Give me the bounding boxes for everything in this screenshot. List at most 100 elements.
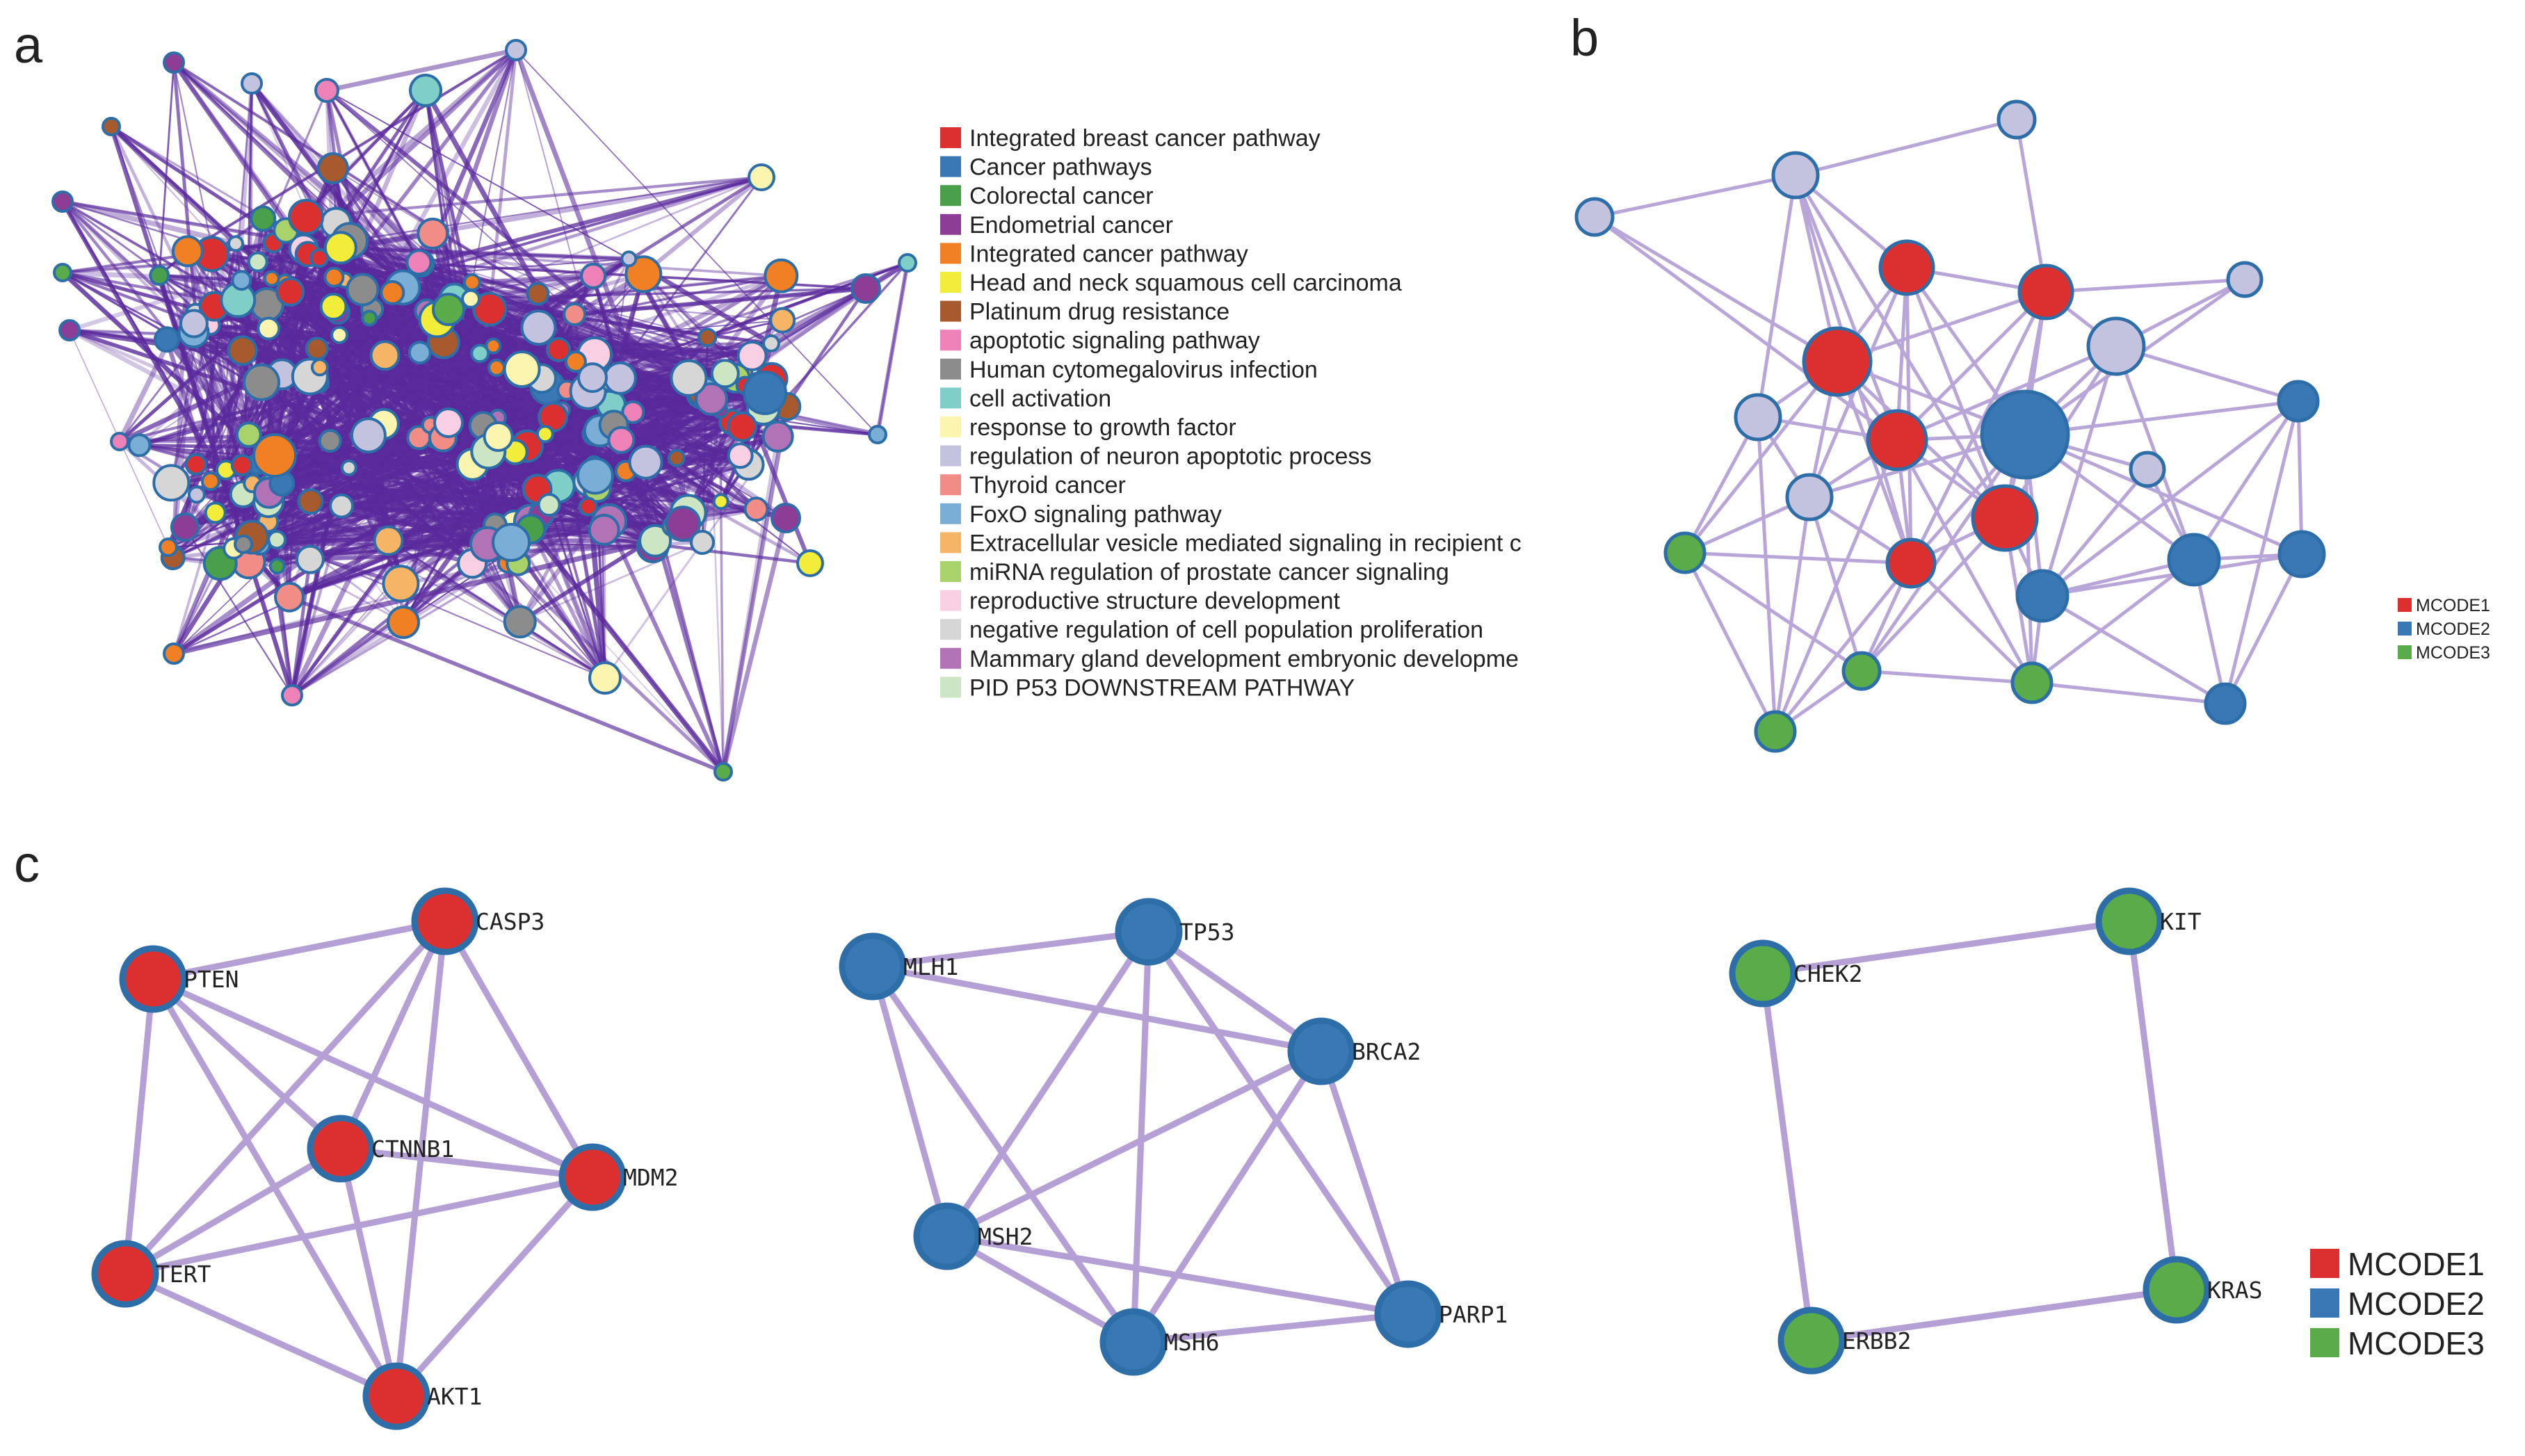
legend-swatch-cancer-pathways xyxy=(940,156,961,177)
ppi-edge xyxy=(1592,215,1839,364)
ppi-edge xyxy=(1773,561,1913,734)
edge-tp53-brca2 xyxy=(1145,928,1325,1055)
enrichment-edge xyxy=(440,175,764,440)
enrichment-edge xyxy=(550,390,768,420)
gene-label-mlh1: MLH1 xyxy=(903,953,958,980)
ppi-node xyxy=(2017,264,2074,321)
enrichment-edge xyxy=(186,49,517,253)
enrichment-node xyxy=(620,250,638,268)
enrichment-node xyxy=(769,307,796,334)
enrichment-node xyxy=(152,464,191,502)
legend-swatch-thyroid-cancer xyxy=(940,474,961,496)
gene-node-tp53 xyxy=(1115,898,1183,966)
ppi-edge xyxy=(1895,344,2118,442)
enrichment-edge xyxy=(218,540,513,566)
legend-swatch-foxo-signaling-pathway xyxy=(940,503,961,524)
ppi-edge xyxy=(1860,669,2034,685)
enrichment-edge xyxy=(167,379,614,549)
enrichment-node xyxy=(346,273,380,307)
ppi-edge xyxy=(1756,415,1777,734)
enrichment-node xyxy=(373,525,404,556)
enrichment-node xyxy=(526,282,550,306)
enrichment-node xyxy=(492,523,531,562)
enrichment-node xyxy=(628,444,663,480)
legend-swatch-negative-regulation-of-cell-population-proliferation xyxy=(940,619,961,640)
enrichment-edge xyxy=(255,462,513,544)
edge-ctnnb1-tert xyxy=(122,1145,344,1277)
enrichment-edge xyxy=(172,60,570,392)
enrichment-node xyxy=(409,74,442,107)
ppi-node xyxy=(1574,197,1615,237)
enrichment-node xyxy=(868,425,887,444)
gene-label-kras: KRAS xyxy=(2207,1277,2262,1304)
panel-label-a: a xyxy=(14,16,43,74)
enrichment-node xyxy=(461,289,481,309)
enrichment-edge xyxy=(118,440,550,506)
enrichment-node xyxy=(762,334,780,353)
edge-msh2-msh6 xyxy=(944,1233,1137,1345)
gene-node-tert xyxy=(91,1240,159,1308)
enrichment-node xyxy=(764,258,799,293)
edge-brca2-parp1 xyxy=(1318,1048,1412,1318)
enrichment-node xyxy=(281,684,303,706)
enrichment-edge xyxy=(604,541,704,679)
enrichment-edge xyxy=(509,286,868,544)
enrichment-node xyxy=(405,249,433,276)
ppi-node xyxy=(2226,261,2264,298)
enrichment-node xyxy=(563,302,587,326)
edge-ctnnb1-mdm2 xyxy=(337,1145,596,1181)
enrichment-edge xyxy=(250,81,524,381)
edge-kras-erbb2 xyxy=(1808,1286,2180,1344)
ppi-node xyxy=(2129,451,2166,488)
enrichment-node xyxy=(796,549,824,577)
legend-label-thyroid-cancer: Thyroid cancer xyxy=(969,472,1126,499)
legend-swatch-head-and-neck-squamous-cell-carcinoma xyxy=(940,272,961,293)
ppi-edge xyxy=(1683,551,1777,734)
enrichment-node xyxy=(727,442,754,469)
legend-label-integrated-cancer-pathway: Integrated cancer pathway xyxy=(969,241,1248,267)
enrichment-node xyxy=(432,293,465,326)
enrichment-node xyxy=(58,319,81,341)
enrichment-node xyxy=(850,273,881,304)
edge-msh6-parp1 xyxy=(1130,1311,1412,1345)
ppi-edge xyxy=(2023,432,2304,556)
enrichment-edge xyxy=(877,262,908,435)
legend-swatch-pid-p53-downstream-pathway xyxy=(940,677,961,698)
legend-c-label-mcode2: MCODE2 xyxy=(2348,1286,2485,1322)
ppi-edge xyxy=(2015,118,2048,294)
enrichment-node xyxy=(387,606,420,639)
ppi-network xyxy=(1574,99,2326,753)
enrichment-edge xyxy=(290,354,387,697)
legend-label-endometrial-cancer: Endometrial cancer xyxy=(969,212,1173,238)
legend-swatch-extracellular-vesicle-mediated-signaling-in-recipient-c xyxy=(940,532,961,553)
enrichment-node xyxy=(545,337,571,362)
legend-b-swatch-mcode1 xyxy=(2398,598,2412,612)
legend-label-integrated-breast-cancer-pathway: Integrated breast cancer pathway xyxy=(969,125,1321,152)
gene-label-pten: PTEN xyxy=(184,966,239,993)
enrichment-node xyxy=(380,280,405,305)
legend-swatch-reproductive-structure-development xyxy=(940,590,961,611)
ppi-node xyxy=(1734,393,1782,442)
legend-swatch-integrated-breast-cancer-pathway xyxy=(940,127,961,148)
ppi-edge xyxy=(2030,558,2196,685)
edge-casp3-mdm2 xyxy=(442,918,596,1181)
enrichment-edge xyxy=(307,253,753,357)
enrichment-node xyxy=(361,309,378,327)
ppi-node xyxy=(2277,380,2320,423)
enrichment-node xyxy=(340,459,357,476)
enrichment-edge xyxy=(171,60,306,252)
legend-b-label-mcode1: MCODE1 xyxy=(2416,596,2490,615)
ppi-edge xyxy=(2040,594,2227,706)
enrichment-node xyxy=(329,493,355,519)
edge-brca2-msh2 xyxy=(944,1048,1325,1240)
ppi-edge xyxy=(1592,215,1899,442)
enrichment-edge xyxy=(259,48,518,385)
gene-node-casp3 xyxy=(411,887,479,955)
edge-kit-kras xyxy=(2126,918,2180,1293)
ppi-edge xyxy=(1756,173,1798,419)
enrichment-node xyxy=(564,350,587,373)
enrichment-node xyxy=(234,534,253,554)
ppi-node xyxy=(2167,533,2221,587)
gene-label-mdm2: MDM2 xyxy=(623,1164,678,1191)
